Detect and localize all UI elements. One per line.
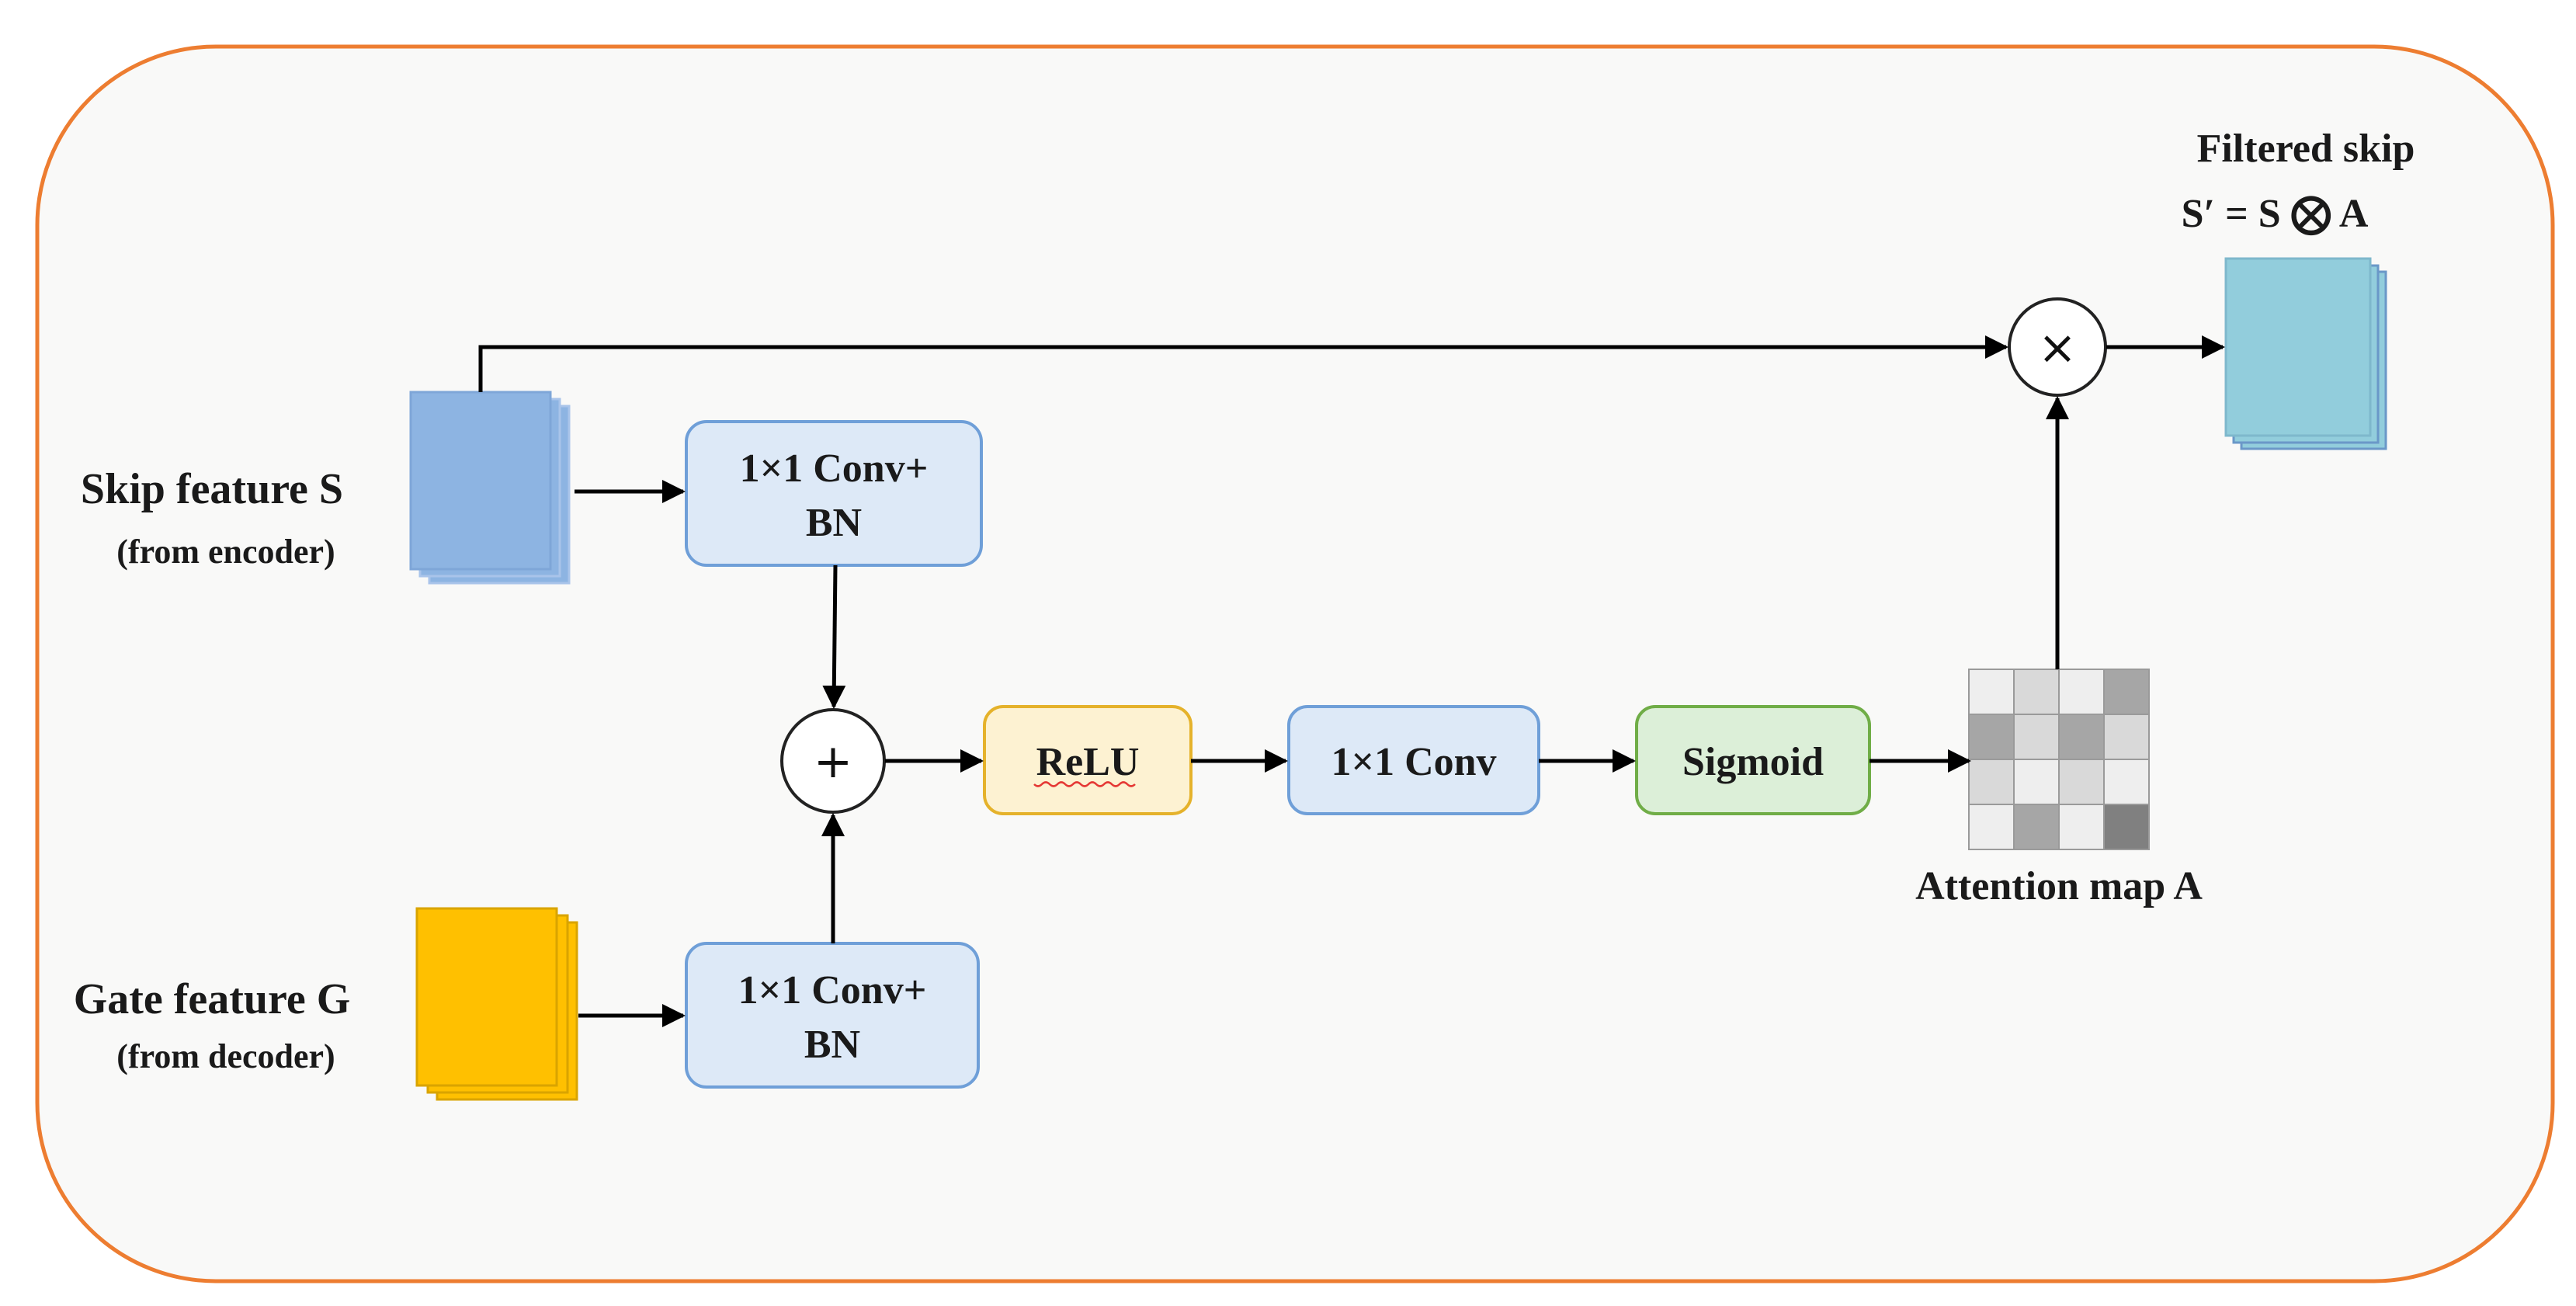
attention-cell [2058,804,2105,850]
conv-bn-top-line2: BN [806,501,862,545]
connectors [478,335,2225,1027]
attention-cell [2103,759,2150,805]
outer-frame [35,44,2555,1283]
conv1x1-label: 1×1 Conv [1331,740,1496,784]
attention-cell [1968,759,2015,805]
attention-cell [2058,714,2105,760]
multiply-symbol: × [2038,321,2077,375]
conv-bn-top-line1: 1×1 Conv+ [740,446,929,491]
multiply-node [2008,297,2107,397]
skip-feature-title: Skip feature S [81,465,343,513]
filtered-skip-title: Filtered skip [2197,127,2415,171]
conv-bn-bottom-line1: 1×1 Conv+ [738,968,927,1012]
attention-cell [2103,669,2150,715]
conv-bn-bottom-line2: BN [804,1023,860,1067]
attention-cell [2058,669,2105,715]
attention-cell [1968,714,2015,760]
skip-feature-subtitle: (from encoder) [116,533,335,571]
attention-cell [2013,669,2060,715]
add-node [780,708,886,814]
filtered-skip-formula: S′ = S ⨂ A [2182,192,2369,236]
attention-map-grid [1968,669,2150,850]
gate-feature-title: Gate feature G [74,975,351,1023]
skip-feature-stack [409,391,571,585]
spellcheck-underline [1033,781,1136,787]
arrow-convtop-to-add [822,564,846,709]
gate-feature-subtitle: (from decoder) [116,1037,335,1075]
filtered-skip-stack [2224,257,2387,450]
attention-cell [1968,669,2015,715]
attention-cell [2013,759,2060,805]
sigmoid-label: Sigmoid [1682,740,1824,784]
attention-cell [2058,759,2105,805]
add-symbol: + [814,735,852,789]
attention-cell [2103,714,2150,760]
attention-cell [2103,804,2150,850]
relu-label: ReLU [1036,740,1140,784]
attention-map-label: Attention map A [1915,864,2203,908]
gate-feature-stack [415,907,578,1101]
arrow-skip-to-multiply [478,335,2008,392]
attention-cell [2013,804,2060,850]
attention-cell [1968,804,2015,850]
attention-cell [2013,714,2060,760]
